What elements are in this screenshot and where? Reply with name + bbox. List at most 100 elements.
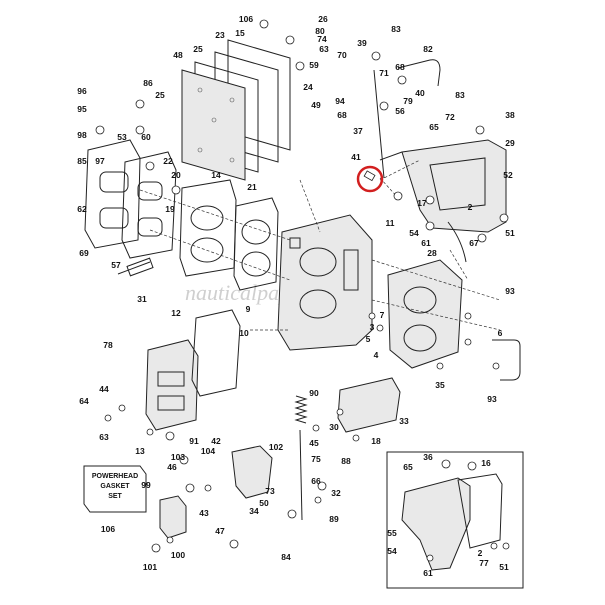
part-label-p83b: 83: [455, 90, 465, 100]
part-label-p10: 10: [239, 328, 249, 338]
highlighted-part-41[interactable]: [356, 165, 384, 193]
part-label-p44: 44: [99, 384, 109, 394]
gasket-set-line-1: POWERHEAD: [92, 473, 138, 480]
part-label-p59: 59: [309, 60, 319, 70]
assembly-lines: [139, 159, 501, 331]
part-label-p51a: 51: [505, 228, 515, 238]
part-label-p6: 6: [498, 328, 503, 338]
part-label-p43: 43: [199, 508, 209, 518]
part-label-p93b: 93: [487, 394, 497, 404]
part-label-p3: 3: [370, 322, 375, 332]
throttle-cam: [231, 445, 273, 499]
part-label-p11: 11: [386, 218, 395, 228]
part-label-p39: 39: [357, 38, 367, 48]
part-label-p62: 62: [77, 204, 87, 214]
part-label-p103: 103: [171, 452, 185, 462]
part-label-p78: 78: [103, 340, 113, 350]
part-label-p73: 73: [265, 486, 275, 496]
part-label-p41[interactable]: 41: [351, 152, 361, 162]
part-label-p13: 13: [135, 446, 145, 456]
part-label-p32: 32: [331, 488, 341, 498]
part-label-p63b: 63: [99, 432, 109, 442]
gasket-set-box: POWERHEAD GASKET SET: [83, 465, 147, 513]
part-label-p56: 56: [395, 106, 405, 116]
part-label-p85: 85: [77, 156, 87, 166]
part-label-p7: 7: [380, 310, 385, 320]
part-label-p12: 12: [171, 308, 181, 318]
part-label-p15: 15: [235, 28, 245, 38]
part-label-p74a: 74: [317, 34, 327, 44]
part-label-p2b: 2: [478, 548, 483, 558]
part-label-p61a: 61: [421, 238, 431, 248]
part-label-p4: 4: [374, 350, 379, 360]
part-label-p55: 55: [387, 528, 397, 538]
part-label-p38: 38: [505, 110, 515, 120]
part-label-p25a: 25: [193, 44, 203, 54]
part-label-p72: 72: [445, 112, 455, 122]
part-label-p52: 52: [503, 170, 513, 180]
part-label-p63a: 63: [319, 44, 329, 54]
part-label-p68b: 68: [337, 110, 347, 120]
part-label-p94: 94: [335, 96, 345, 106]
part-label-p83a: 83: [391, 24, 401, 34]
part-label-p16: 16: [481, 458, 491, 468]
part-label-p67: 67: [469, 238, 479, 248]
part-label-p47: 47: [215, 526, 225, 536]
crankcase: [387, 259, 463, 369]
exhaust-cover: [145, 339, 199, 431]
spark-plug: [117, 257, 154, 277]
part-label-p77: 77: [479, 558, 489, 568]
part-label-p2: 2: [468, 202, 473, 212]
part-label-p64: 64: [79, 396, 89, 406]
part-label-p42: 42: [211, 436, 221, 446]
part-label-p97: 97: [95, 156, 105, 166]
part-label-p30: 30: [329, 422, 339, 432]
part-label-p88: 88: [341, 456, 351, 466]
part-label-p79: 79: [403, 96, 413, 106]
primer-hose: [447, 221, 467, 263]
part-label-p45: 45: [309, 438, 319, 448]
mounting-bracket: [379, 139, 507, 233]
part-label-p104: 104: [201, 446, 215, 456]
part-label-p54b: 54: [387, 546, 397, 556]
reed-block: [179, 179, 237, 277]
part-label-p25b: 25: [155, 90, 165, 100]
part-label-p80: 80: [315, 26, 325, 36]
exhaust-gasket: [191, 309, 241, 397]
part-label-p60: 60: [141, 132, 151, 142]
part-label-p28: 28: [427, 248, 437, 258]
part-label-p53: 53: [117, 132, 127, 142]
part-label-p23: 23: [215, 30, 225, 40]
part-label-p61b: 61: [423, 568, 433, 578]
intake-gasket: [233, 197, 279, 291]
part-label-p106b: 106: [101, 524, 115, 534]
part-label-p20: 20: [171, 170, 181, 180]
part-label-p57: 57: [111, 260, 121, 270]
part-label-p75: 75: [311, 454, 321, 464]
exhaust-cover-gaskets: [181, 39, 291, 181]
part-label-p51b: 51: [499, 562, 509, 572]
part-label-p96: 96: [77, 86, 87, 96]
part-label-p100: 100: [171, 550, 185, 560]
part-label-p91: 91: [189, 436, 199, 446]
part-label-p86: 86: [143, 78, 153, 88]
part-label-p24: 24: [303, 82, 313, 92]
part-label-p46: 46: [167, 462, 177, 472]
part-label-p69: 69: [79, 248, 89, 258]
part-label-p35: 35: [435, 380, 445, 390]
part-label-p65b: 65: [403, 462, 413, 472]
thermostat-housing: [337, 377, 401, 433]
bleed-hose: [492, 339, 521, 381]
part-label-p36: 36: [423, 452, 433, 462]
part-label-p106a: 106: [239, 14, 253, 24]
part-label-p68a: 68: [395, 62, 405, 72]
part-label-p90: 90: [309, 388, 319, 398]
part-label-p29: 29: [505, 138, 515, 148]
part-label-p99: 99: [141, 480, 151, 490]
part-label-p95: 95: [77, 104, 87, 114]
part-label-p82: 82: [423, 44, 433, 54]
part-label-p66: 66: [311, 476, 321, 486]
throttle-rod: [373, 69, 385, 179]
part-label-p21: 21: [247, 182, 257, 192]
